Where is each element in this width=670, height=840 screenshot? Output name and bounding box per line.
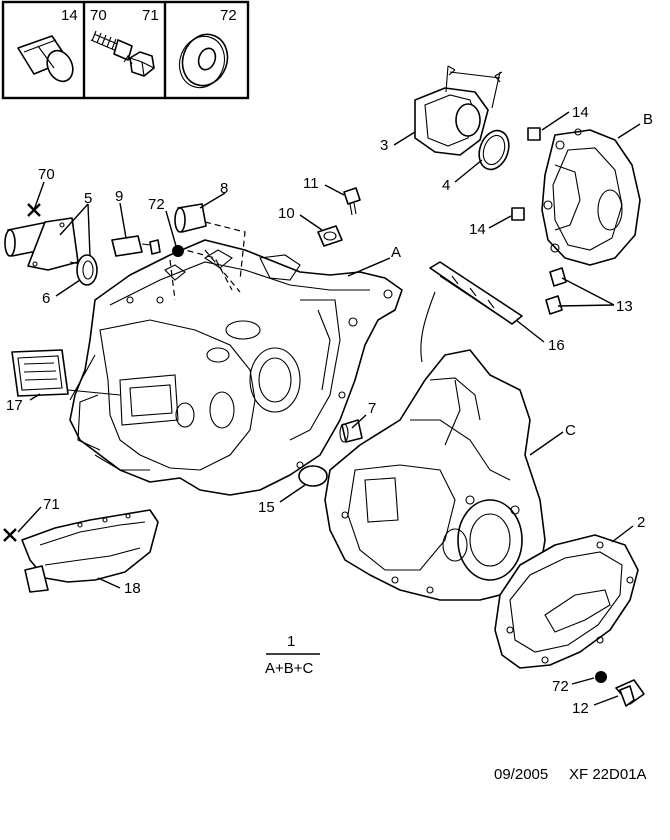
part-16-rail (420, 261, 523, 363)
callout-70: 70 (38, 166, 55, 183)
washer-icon (178, 33, 229, 89)
callout-12: 12 (572, 700, 589, 717)
footer-reference: XF 22D01A (569, 766, 647, 783)
part-13-bolts (545, 267, 567, 315)
callout-a: A (391, 244, 401, 261)
callout-15: 15 (258, 499, 275, 516)
part-72-washer-top (172, 245, 184, 257)
callout-c: C (565, 422, 576, 439)
part-7-plug (339, 419, 363, 443)
callout-14-top: 14 (572, 104, 589, 121)
sleeve-icon (17, 35, 74, 83)
part-72-washer-bottom (595, 671, 607, 683)
callout-3: 3 (380, 137, 388, 154)
callout-b: B (643, 111, 653, 128)
part-6-seal (76, 254, 98, 286)
assembly-guides (169, 221, 246, 301)
legend-label-72: 72 (220, 7, 237, 24)
part-17-gasket (11, 349, 121, 397)
footer-date: 09/2005 (494, 766, 548, 783)
callout-5: 5 (84, 190, 92, 207)
callout-labels: 1 A+B+C 2 3 4 5 6 7 8 9 10 11 12 13 14 1… (6, 104, 653, 717)
part-14-markers (511, 127, 541, 221)
callout-13: 13 (616, 298, 633, 315)
cover-b (541, 128, 641, 266)
part-15-cap (298, 465, 328, 487)
callout-72-bottom: 72 (552, 678, 569, 695)
callout-16: 16 (548, 337, 565, 354)
callout-71: 71 (43, 496, 60, 513)
assembly-formula: A+B+C (265, 660, 314, 677)
callout-7: 7 (368, 400, 376, 417)
legend-box: 14 70 71 72 (1, 0, 250, 100)
callout-18: 18 (124, 580, 141, 597)
legend-label-71: 71 (142, 7, 159, 24)
callout-8: 8 (220, 180, 228, 197)
nut-icon (123, 51, 155, 77)
part-10-sensor (317, 225, 343, 247)
leader-lines (17, 111, 641, 706)
part-8-plug (174, 203, 207, 233)
callout-17: 17 (6, 397, 23, 414)
callout-1: 1 (287, 633, 295, 650)
cross-markers (3, 203, 41, 542)
part-3-actuator (414, 65, 503, 156)
legend-label-70: 70 (90, 7, 107, 24)
cover-2 (494, 534, 639, 669)
callout-9: 9 (115, 188, 123, 205)
callout-2: 2 (637, 514, 645, 531)
callout-10: 10 (278, 205, 295, 222)
callout-4: 4 (442, 177, 450, 194)
part-9-switch (111, 235, 161, 257)
part-12-bolt (615, 679, 645, 707)
part-11-bolt (343, 187, 361, 216)
callout-72-top: 72 (148, 196, 165, 213)
part-18-bracket (21, 509, 159, 593)
part-4-seal (478, 129, 510, 171)
callout-6: 6 (42, 290, 50, 307)
bolt-icon (90, 30, 133, 61)
part-5-sleeve (4, 217, 91, 271)
footer: 09/2005 XF 22D01A (494, 766, 647, 783)
housing-a (69, 239, 403, 496)
housing-c (324, 349, 546, 601)
callout-14-mid: 14 (469, 221, 486, 238)
callout-11: 11 (303, 175, 319, 192)
legend-label-14: 14 (61, 7, 78, 24)
